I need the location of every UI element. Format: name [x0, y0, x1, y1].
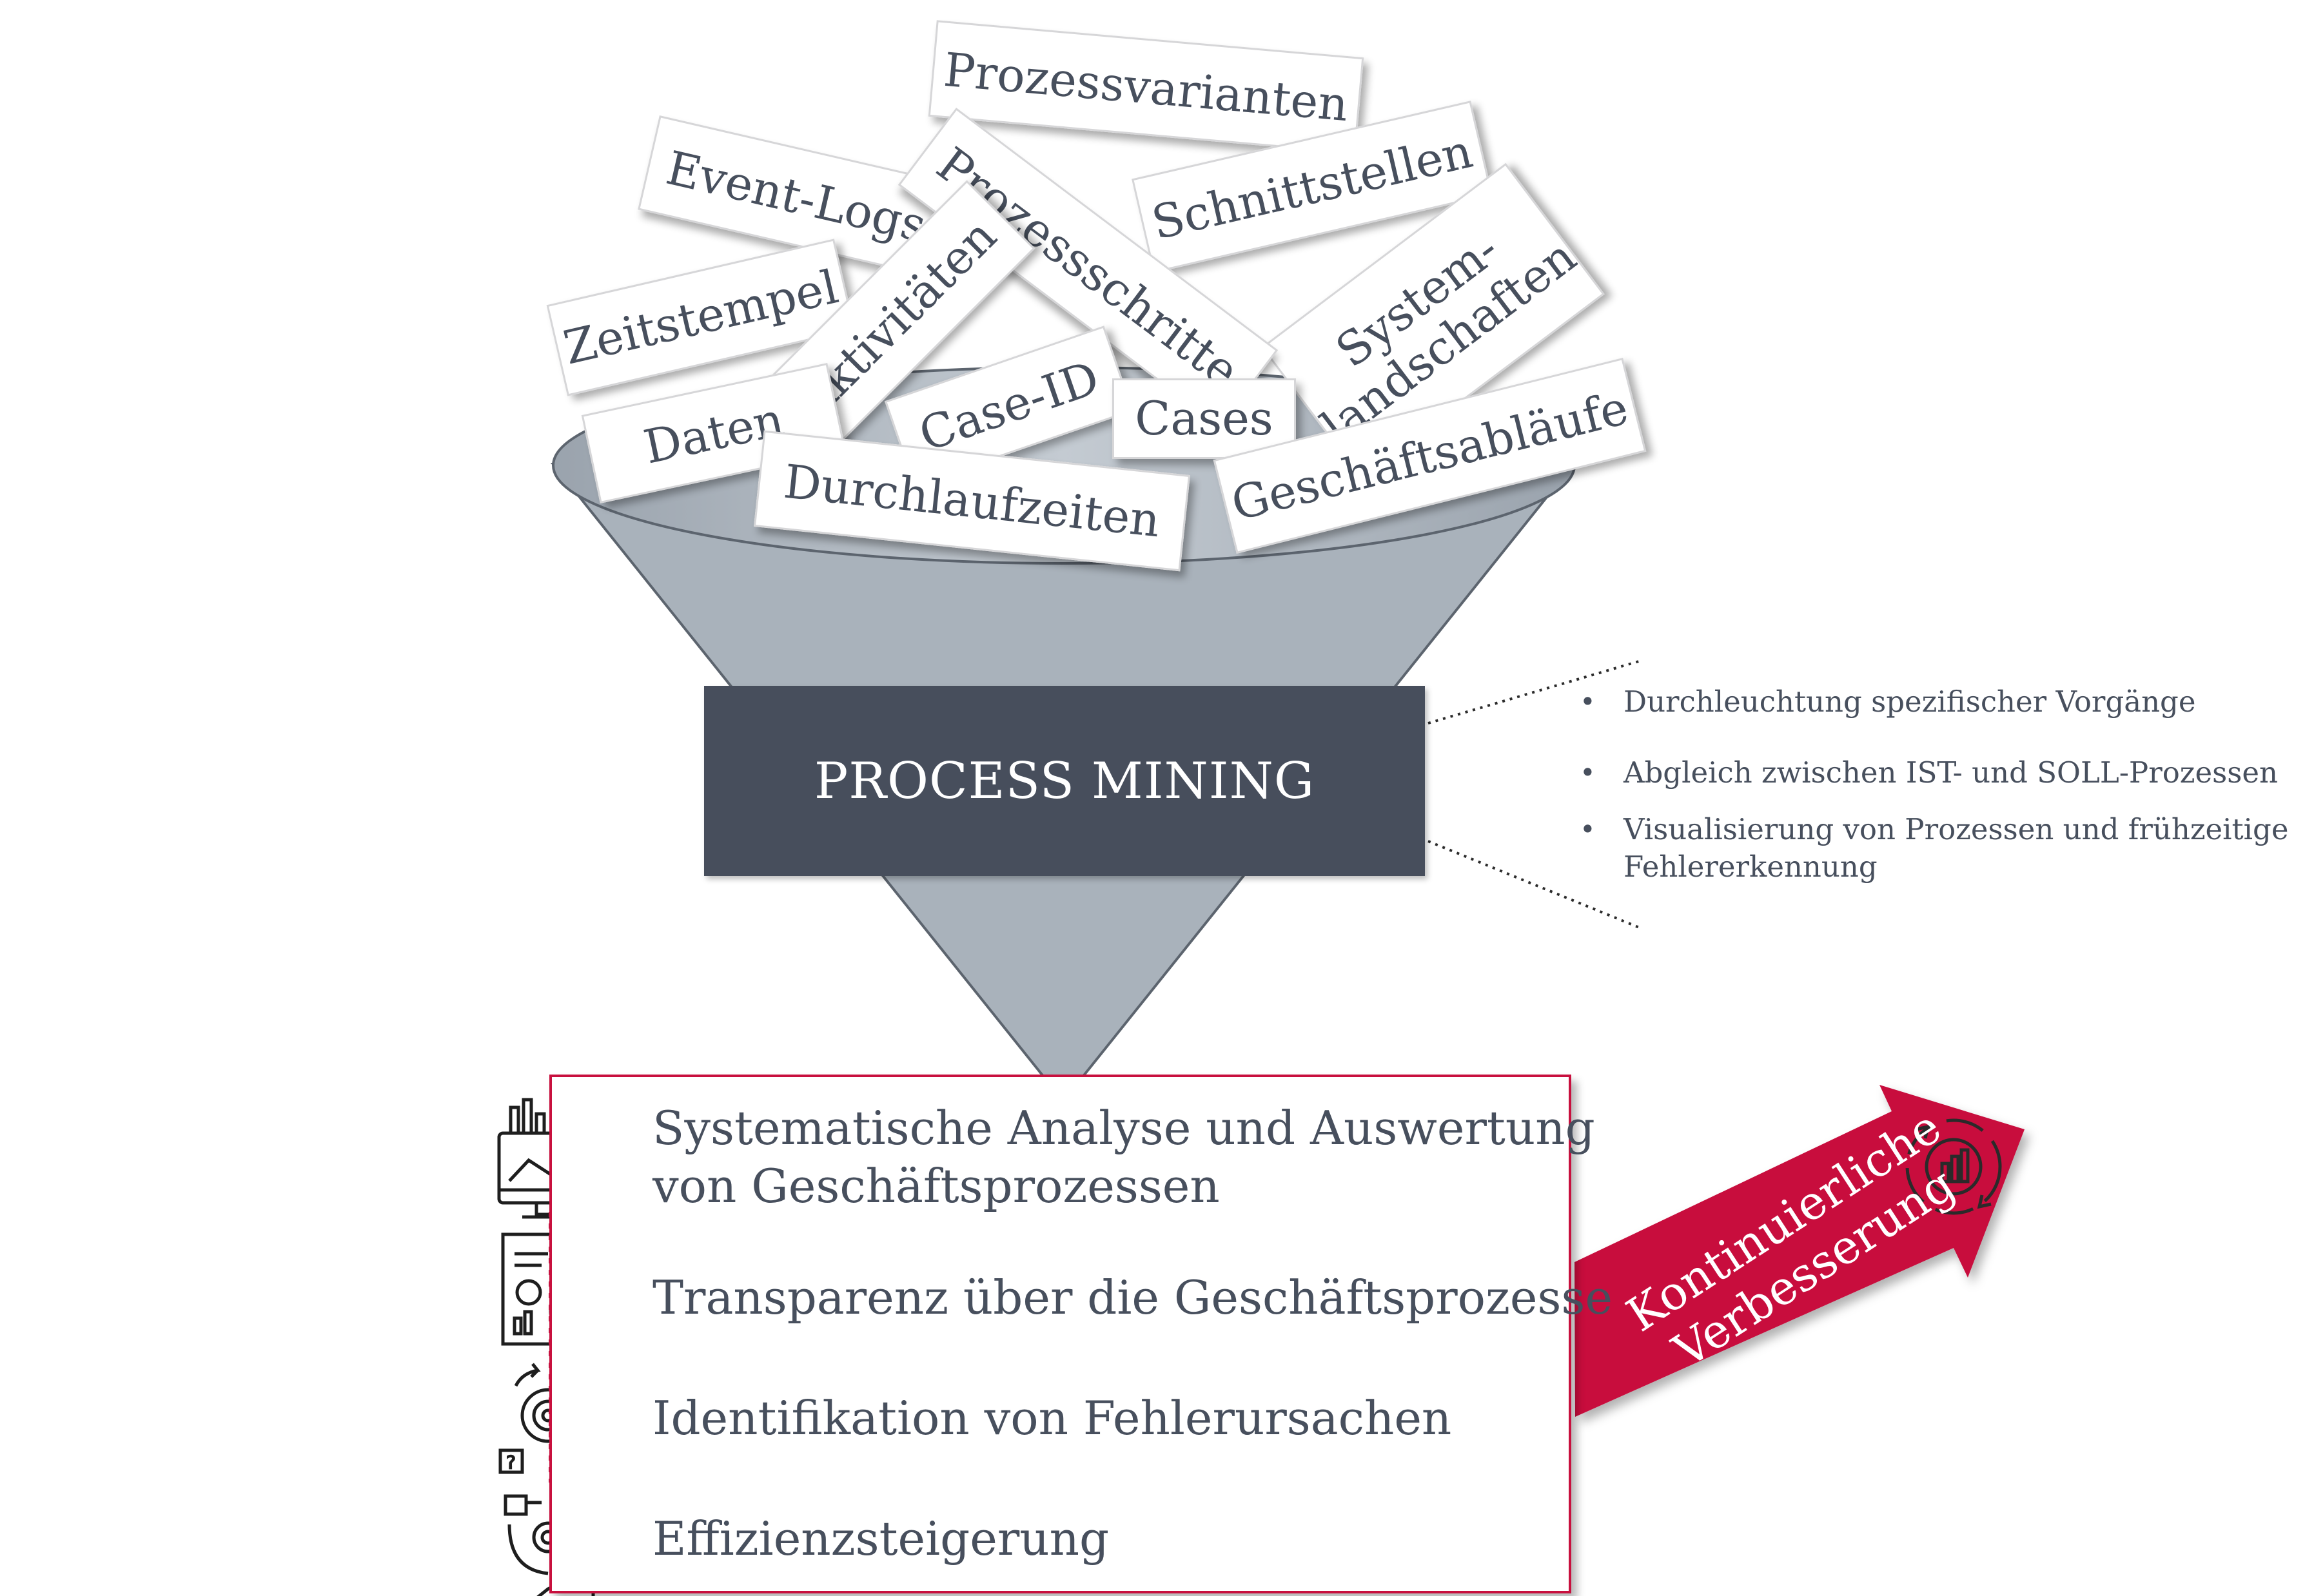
gear-chart-cycle-icon — [1905, 1118, 2002, 1215]
process-mining-box: PROCESS MINING — [704, 686, 1425, 876]
input-tag-text: Durchlaufzeiten — [781, 454, 1163, 548]
connector-top — [1427, 659, 1642, 725]
benefits-list: Durchleuchtung spezifischer Vorgänge Abg… — [1580, 683, 2289, 919]
input-tag-text: Cases — [1135, 391, 1273, 446]
benefit-item: Abgleich zwischen IST- und SOLL-Prozesse… — [1580, 754, 2289, 792]
benefit-item: Visualisierung von Prozessen und frühzei… — [1580, 811, 2305, 886]
result-transparency: Transparenz über die Geschäftsprozesse — [652, 1269, 1613, 1327]
result-text-line: von Geschäftsprozessen — [652, 1159, 1220, 1213]
benefit-text: Durchleuchtung spezifischer Vorgänge — [1623, 685, 2196, 719]
result-text-line: Transparenz über die Geschäftsprozesse — [652, 1270, 1613, 1325]
benefit-item: Durchleuchtung spezifischer Vorgänge — [1580, 683, 2289, 721]
results-box — [549, 1075, 1571, 1593]
improvement-arrow — [1574, 1085, 2025, 1417]
benefit-text: Abgleich zwischen IST- und SOLL-Prozesse… — [1623, 755, 2278, 790]
input-tag-text: Prozessvarianten — [941, 42, 1351, 131]
result-error-causes: Identifikation von Fehlerursachen — [652, 1389, 1451, 1447]
result-analysis: Systematische Analyse und Auswertung von… — [652, 1099, 1595, 1215]
result-text-line: Effizienzsteigerung — [652, 1512, 1110, 1566]
result-text-line: Systematische Analyse und Auswertung — [652, 1101, 1595, 1155]
input-tag-cases: Cases — [1112, 378, 1296, 459]
result-text-line: Identifikation von Fehlerursachen — [652, 1391, 1452, 1445]
result-efficiency: Effizienzsteigerung — [652, 1510, 1109, 1568]
benefit-text: Visualisierung von Prozessen und frühzei… — [1623, 812, 2289, 884]
process-mining-label: PROCESS MINING — [814, 752, 1315, 810]
svg-text:?: ? — [506, 1452, 516, 1473]
